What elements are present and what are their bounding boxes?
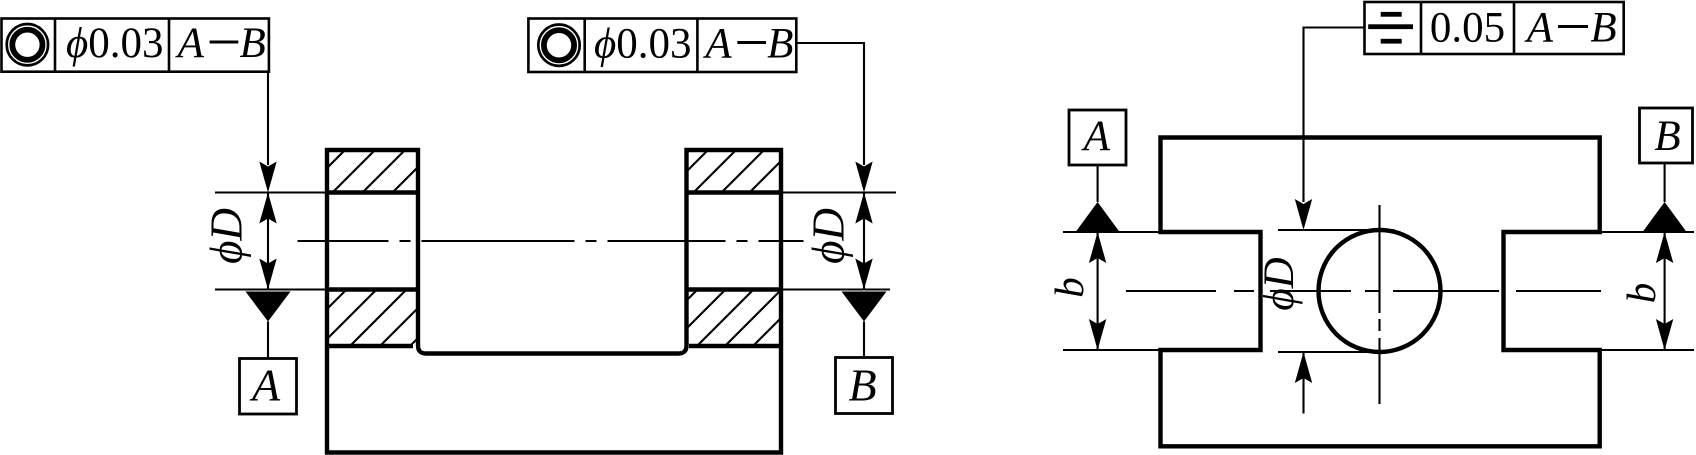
svg-text:B: B <box>767 20 793 67</box>
svg-text:ϕD: ϕD <box>202 208 252 264</box>
svg-text:ϕD: ϕD <box>804 208 854 264</box>
svg-text:b: b <box>1618 283 1664 304</box>
svg-text:B: B <box>239 20 265 67</box>
svg-text:b: b <box>1046 277 1092 298</box>
svg-text:ϕD: ϕD <box>1256 257 1303 310</box>
svg-text:A: A <box>1081 113 1111 160</box>
svg-text:B: B <box>1590 5 1616 52</box>
svg-text:B: B <box>848 360 876 411</box>
svg-text:ϕ0.03: ϕ0.03 <box>594 20 692 67</box>
svg-text:A: A <box>702 20 732 67</box>
svg-text:A: A <box>249 360 281 411</box>
svg-text:B: B <box>1654 113 1680 160</box>
svg-text:0.05: 0.05 <box>1430 5 1505 52</box>
svg-text:ϕ0.03: ϕ0.03 <box>66 20 164 67</box>
svg-text:A: A <box>175 20 205 67</box>
svg-text:A: A <box>1524 5 1554 52</box>
